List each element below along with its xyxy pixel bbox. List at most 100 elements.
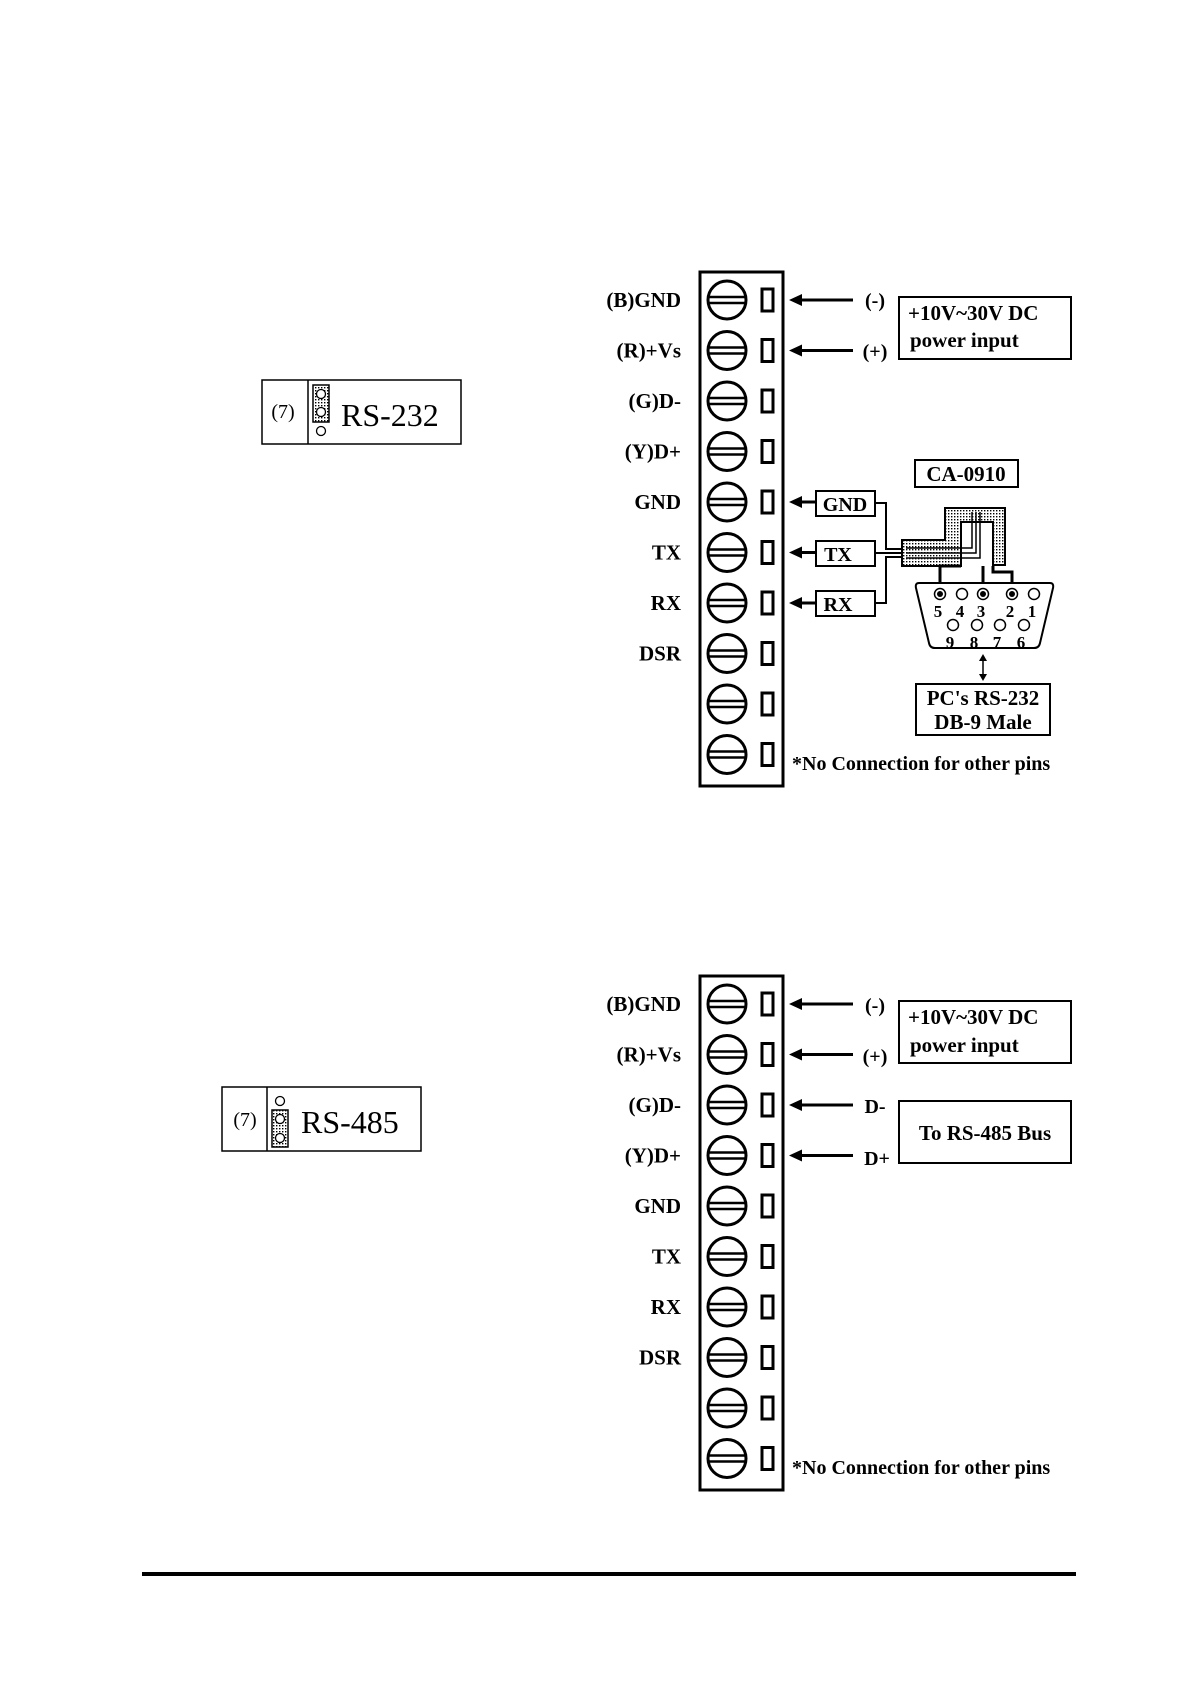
screw-icon xyxy=(706,1286,748,1328)
screw-icon xyxy=(706,1034,748,1075)
power-box-line1-485: +10V~30V DC xyxy=(908,1005,1038,1029)
terminal-row: RX xyxy=(651,582,816,624)
arrow-left-icon xyxy=(789,496,816,508)
screw-icon xyxy=(706,1185,748,1227)
terminal-row: (Y)D+ xyxy=(625,1135,853,1176)
db9-pin xyxy=(1017,618,1031,632)
terminal-row: (Y)D+ xyxy=(625,431,775,472)
terminal-slot xyxy=(760,489,775,515)
power-plus-label: (+) xyxy=(863,341,888,363)
rs485-bus-group: D- D+ To RS-485 Bus *No Connection for o… xyxy=(792,1096,1072,1479)
power-minus-label-485: (-) xyxy=(865,995,885,1017)
terminal-slot xyxy=(760,991,775,1017)
db9-pin-number: 9 xyxy=(946,633,955,652)
arrow-left-icon xyxy=(789,546,816,559)
jumper-rs232-label: RS-232 xyxy=(341,397,439,433)
screw-icon xyxy=(706,330,748,371)
terminal-row: RX xyxy=(651,1286,775,1328)
screw-icon xyxy=(706,1438,748,1479)
pin-label: RX xyxy=(651,1295,681,1319)
wire-label-rx: RX xyxy=(824,594,853,616)
terminal-block-rs485: (B)GND (R)+Vs (G)D- (Y)D+ GND TX RX DSR xyxy=(606,974,853,1492)
screw-icon xyxy=(706,983,748,1025)
terminal-slot xyxy=(760,1446,775,1471)
db9-pin-number: 5 xyxy=(934,602,943,621)
terminal-row: (B)GND xyxy=(606,983,853,1025)
terminal-slot xyxy=(760,1143,775,1168)
rs232-note: *No Connection for other pins xyxy=(792,753,1050,775)
db9-pin xyxy=(946,618,960,632)
terminal-row xyxy=(706,683,775,725)
jumper-rs485-icon xyxy=(271,1095,289,1148)
pin-label: GND xyxy=(634,1194,681,1218)
terminal-row: (R)+Vs xyxy=(617,330,853,371)
db9-pin xyxy=(970,618,984,632)
pin-label: (G)D- xyxy=(629,389,681,413)
power-minus-label: (-) xyxy=(865,290,885,312)
pin-label: RX xyxy=(651,591,681,615)
terminal-slot xyxy=(760,287,775,313)
rs485-note: *No Connection for other pins xyxy=(792,1457,1050,1479)
terminal-slot xyxy=(760,1092,775,1118)
db9-pin-number: 4 xyxy=(956,602,965,621)
screw-icon xyxy=(706,1135,748,1176)
terminal-row: TX xyxy=(652,532,816,573)
screw-icon xyxy=(706,380,748,422)
power-box-line2-485: power input xyxy=(910,1033,1019,1057)
screw-icon xyxy=(706,279,748,321)
wire-label-tx: TX xyxy=(824,544,852,566)
arrow-left-icon xyxy=(789,1149,853,1162)
jumper-rs232-icon xyxy=(312,384,330,437)
db9-pin-number: 1 xyxy=(1028,602,1037,621)
db9-pin xyxy=(993,618,1007,632)
terminal-row: DSR xyxy=(639,1337,775,1378)
pin-label: (B)GND xyxy=(606,992,681,1016)
arrow-left-icon xyxy=(789,1099,853,1111)
screw-icon xyxy=(706,1084,748,1126)
db9-pin xyxy=(955,587,969,601)
terminal-row: (G)D- xyxy=(629,380,775,422)
screw-icon xyxy=(706,633,748,674)
arrow-left-icon xyxy=(789,998,853,1010)
terminal-row: GND xyxy=(634,1185,775,1227)
terminal-block-rs232: (B)GND (R)+Vs (G)D- (Y)D+ GND TX RX DSR xyxy=(606,270,853,788)
wire-label-gnd: GND xyxy=(823,494,867,516)
pin-label: (G)D- xyxy=(629,1093,681,1117)
terminal-row xyxy=(706,1438,775,1479)
db9-pin-number: 6 xyxy=(1017,633,1026,652)
terminal-row: (G)D- xyxy=(629,1084,853,1126)
d-minus-label: D- xyxy=(864,1096,885,1118)
d-plus-label: D+ xyxy=(864,1148,890,1170)
terminal-slot xyxy=(760,1294,775,1320)
rs485-bus-label: To RS-485 Bus xyxy=(919,1121,1051,1145)
pc-port-line1: PC's RS-232 xyxy=(927,686,1040,710)
terminal-slot xyxy=(760,388,775,414)
pin-label: (Y)D+ xyxy=(625,1144,681,1168)
pin-label: (R)+Vs xyxy=(617,1043,681,1067)
pin-label: TX xyxy=(652,1245,681,1269)
screw-icon xyxy=(706,683,748,725)
db9-pin xyxy=(1027,587,1041,601)
power-input-rs232: (-) (+) +10V~30V DC power input xyxy=(863,290,1072,363)
power-box-line2: power input xyxy=(910,328,1019,352)
pin-label: (Y)D+ xyxy=(625,440,681,464)
terminal-slot xyxy=(760,691,775,717)
terminal-row xyxy=(706,734,775,775)
terminal-row: DSR xyxy=(639,633,775,674)
screw-icon xyxy=(706,1387,748,1429)
db9-pin-number: 3 xyxy=(977,602,986,621)
arrow-left-icon xyxy=(789,597,816,609)
terminal-slot xyxy=(760,338,775,363)
terminal-slot xyxy=(760,439,775,464)
power-input-rs485: (-) (+) +10V~30V DC power input xyxy=(863,995,1072,1068)
pin-label: (B)GND xyxy=(606,288,681,312)
screw-icon xyxy=(706,481,748,523)
terminal-slot xyxy=(760,540,775,565)
terminal-row: GND xyxy=(634,481,816,523)
terminal-slot xyxy=(760,1244,775,1269)
pin-label: TX xyxy=(652,541,681,565)
db9-pin-number: 2 xyxy=(1006,602,1015,621)
pin-label: (R)+Vs xyxy=(617,339,681,363)
